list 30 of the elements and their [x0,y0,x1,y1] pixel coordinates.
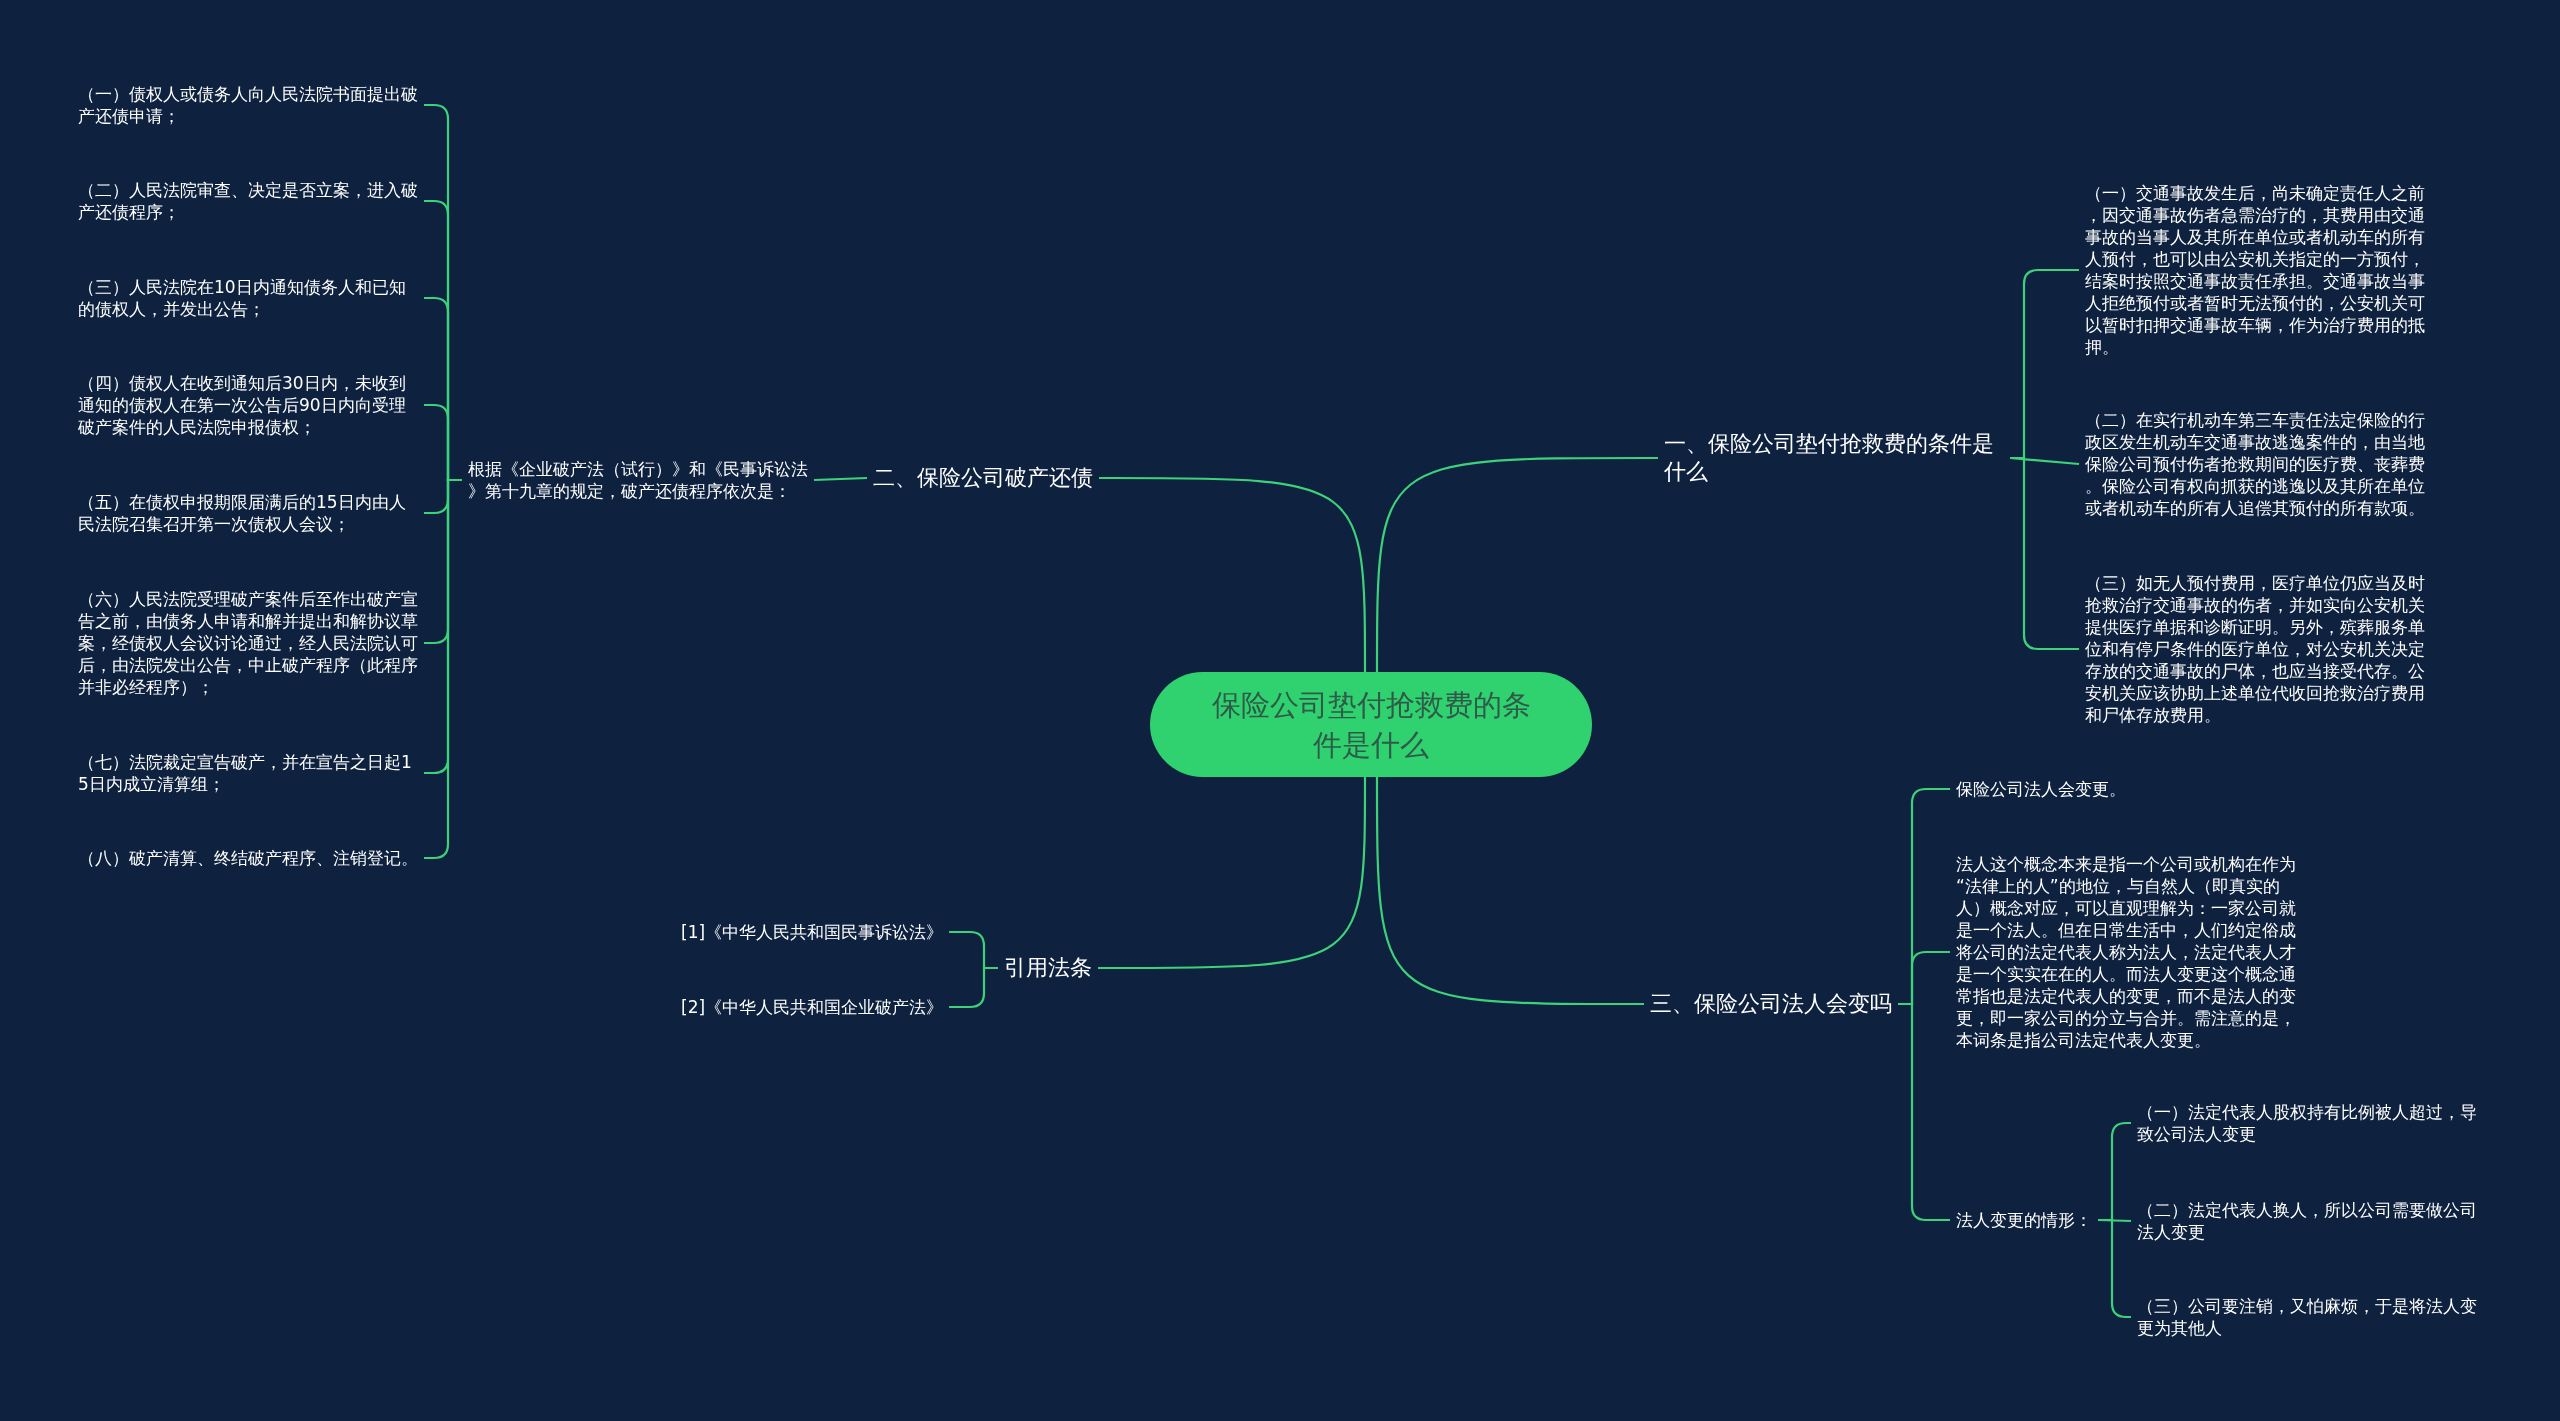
branch-topic: 一、保险公司垫付抢救费的条件是什么 [1658,430,2010,486]
connector-line [813,476,868,482]
note-text: 根据《企业破产法（试行）》和《民事诉讼法》第十九章的规定，破产还债程序依次是： [462,458,814,502]
branch-topic: 二、保险公司破产还债 [867,464,1099,492]
note-text: 法人变更的情形： [1950,1209,2098,1231]
note-text: （一）法定代表人股权持有比例被人超过，导致公司法人变更 [2131,1101,2493,1145]
note-text: （七）法院裁定宣告破产，并在宣告之日起15日内成立清算组； [72,751,424,795]
note-text: （二）法定代表人换人，所以公司需要做公司法人变更 [2131,1199,2493,1243]
central-topic: 保险公司垫付抢救费的条件是什么 [1150,672,1592,777]
note-text: （一）交通事故发生后，尚未确定责任人之前，因交通事故伤者急需治疗的，其费用由交通事故的当事人及其所在单位或者机动车的所有人预付，也可以由公安机关指定的一方预付，结案时按照交通事故责任承担。交通事故当事人拒绝预付或者暂时无法预付的，公安机关可以暂时扣押交通事故车辆，作为治疗费用的抵押。 [2079,182,2431,358]
note-text: [1]《中华人民共和国民事诉讼法》 [675,921,950,943]
connector-line [1375,456,1658,672]
branch-topic: 三、保险公司法人会变吗 [1644,990,1898,1018]
note-text: （二）在实行机动车第三车责任法定保险的行政区发生机动车交通事故逃逸案件的，由当地保险公司预付伤者抢救期间的医疗费、丧葬费。保险公司有权向抓获的逃逸以及其所在单位或者机动车的所有人追偿其预付的所有款项。 [2079,409,2431,519]
note-text: （二）人民法院审查、决定是否立案，进入破产还债程序； [72,179,424,223]
note-text: 保险公司法人会变更。 [1950,778,2302,800]
note-text: [2]《中华人民共和国企业破产法》 [675,996,950,1018]
branch-topic: 引用法条 [998,954,1098,982]
connector-line [1099,476,1367,672]
note-text: （三）公司要注销，又怕麻烦，于是将法人变更为其他人 [2131,1295,2493,1339]
note-text: （六）人民法院受理破产案件后至作出破产宣告之前，由债务人申请和解并提出和解协议草案，经债权人会议讨论通过，经人民法院认可后，由法院发出公告，中止破产程序（此程序并非必经程序）； [72,588,424,698]
note-text: （四）债权人在收到通知后30日内，未收到通知的债权人在第一次公告后90日内向受理破产案件的人民法院申报债权； [72,372,424,438]
note-text: （八）破产清算、终结破产程序、注销登记。 [72,847,424,869]
connector-line [1098,777,1367,970]
note-text: （三）人民法院在10日内通知债务人和已知的债权人，并发出公告； [72,276,424,320]
note-text: （五）在债权申报期限届满后的15日内由人民法院召集召开第一次债权人会议； [72,491,424,535]
connector-line [1375,777,1644,1006]
note-text: 法人这个概念本来是指一个公司或机构在作为“法律上的人”的地位，与自然人（即真实的人）概念对应，可以直观理解为：一家公司就是一个法人。但在日常生活中，人们约定俗成将公司的法定代表人称为法人，法定代表人才是一个实实在在的人。而法人变更这个概念通常指也是法定代表人的变更，而不是法人的变更，即一家公司的分立与合并。需注意的是，本词条是指公司法定代表人变更。 [1950,853,2302,1051]
note-text: （一）债权人或债务人向人民法院书面提出破产还债申请； [72,83,424,127]
note-text: （三）如无人预付费用，医疗单位仍应当及时抢救治疗交通事故的伤者，并如实向公安机关提供医疗单据和诊断证明。另外，殡葬服务单位和有停尸条件的医疗单位，对公安机关决定存放的交通事故的尸体，也应当接受代存。公安机关应该协助上述单位代收回抢救治疗费用和尸体存放费用。 [2079,572,2431,726]
